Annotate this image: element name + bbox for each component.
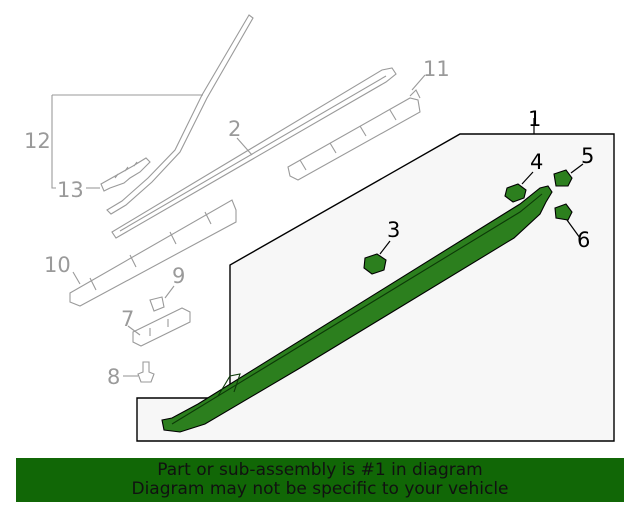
- part-5-clip: [553, 169, 573, 187]
- callout-8: 8: [107, 365, 120, 389]
- banner-line-1: Part or sub-assembly is #1 in diagram: [157, 460, 483, 480]
- part-11-bracket: [287, 89, 421, 181]
- callout-2: 2: [228, 117, 241, 141]
- callout-4: 4: [530, 150, 543, 174]
- callout-12: 12: [24, 129, 51, 153]
- part-9-nut: [149, 296, 165, 312]
- part-13-clip: [100, 157, 151, 192]
- callout-6: 6: [577, 228, 590, 252]
- parts-diagram: 1 2 3 4 5 6 7 8 9 10 11 12 13: [24, 14, 615, 442]
- callout-9: 9: [172, 264, 185, 288]
- part-4-clip: [504, 183, 527, 203]
- callout-1: 1: [528, 107, 541, 131]
- highlight-panel: [136, 133, 615, 442]
- part-10-bracket: [69, 199, 237, 307]
- part-3-clip: [363, 253, 387, 275]
- callout-13: 13: [57, 178, 84, 202]
- callout-11: 11: [423, 57, 450, 81]
- dark-leaders: [379, 118, 584, 255]
- part-2-sill-strip: [111, 67, 397, 239]
- callout-5: 5: [581, 144, 594, 168]
- part-7-reinforcement: [132, 307, 191, 347]
- highlighted-parts: [161, 169, 573, 433]
- part-8-bolt: [137, 361, 155, 383]
- part-12-pillar-trim: [106, 14, 254, 215]
- callout-3: 3: [387, 218, 400, 242]
- part-6-clip: [554, 203, 573, 221]
- info-banner: Part or sub-assembly is #1 in diagram Di…: [16, 458, 624, 502]
- gray-parts: [51, 14, 426, 383]
- callout-7: 7: [121, 307, 134, 331]
- callout-10: 10: [44, 253, 71, 277]
- banner-line-2: Diagram may not be specific to your vehi…: [131, 479, 509, 499]
